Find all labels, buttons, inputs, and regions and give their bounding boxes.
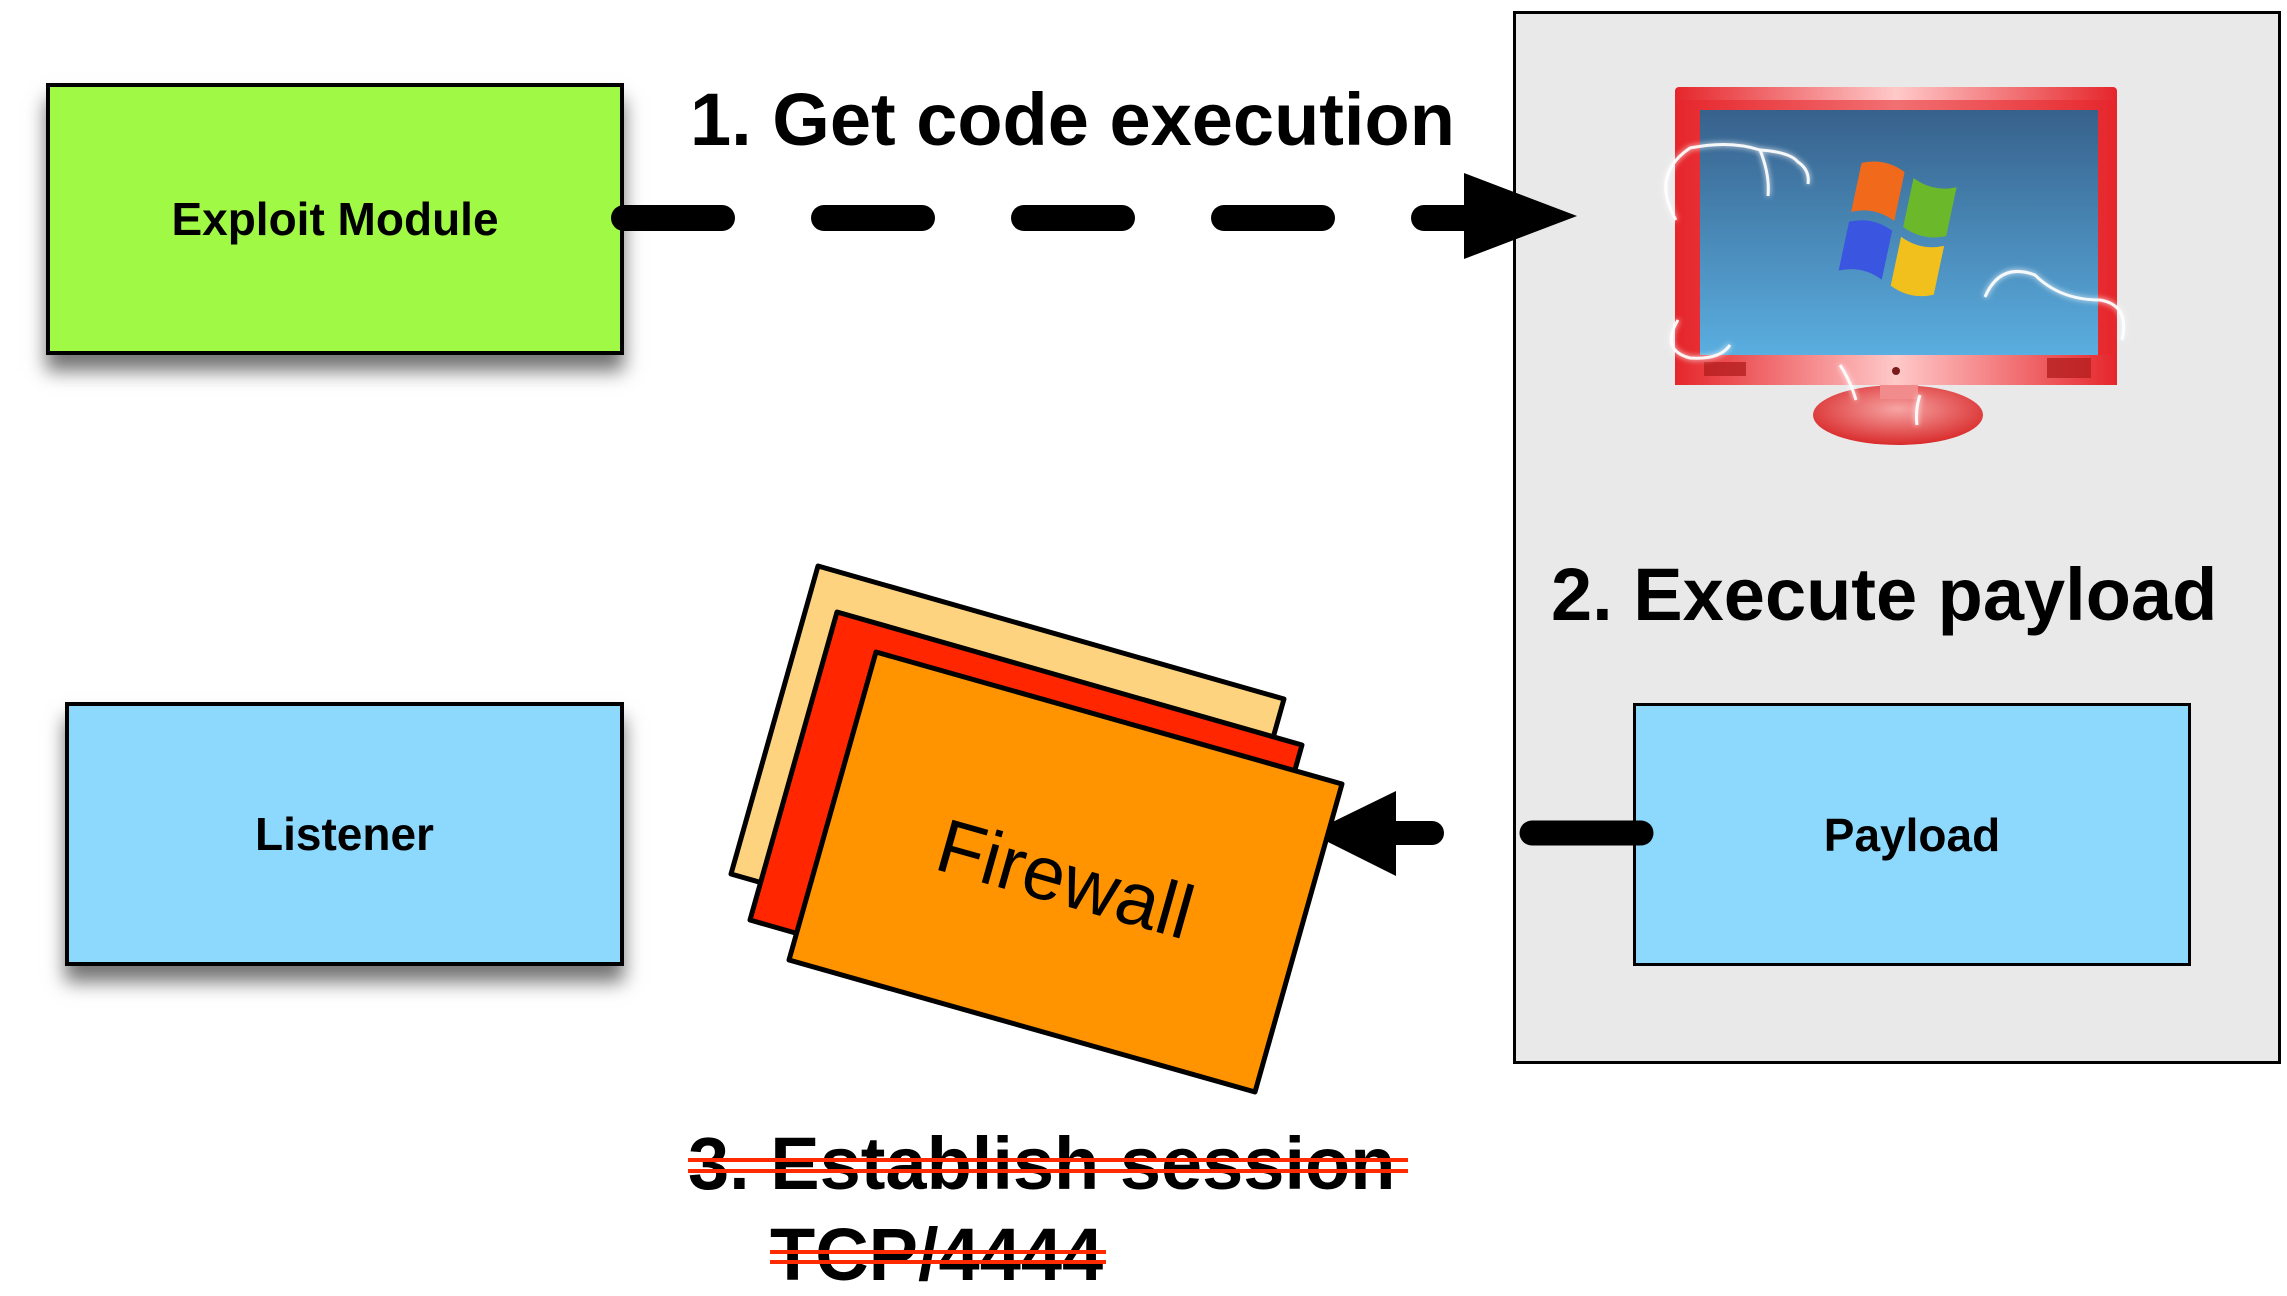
step-3-port-label: TCP/4444 bbox=[770, 1213, 1104, 1296]
exploit-module-label: Exploit Module bbox=[171, 193, 499, 245]
strike-line-port-top bbox=[770, 1250, 1106, 1254]
strike-line-step3-bottom bbox=[688, 1169, 1408, 1173]
listener-label: Listener bbox=[255, 808, 434, 860]
windows-monitor-icon bbox=[1664, 87, 2126, 445]
payload-box: Payload bbox=[1633, 703, 2191, 966]
payload-label: Payload bbox=[1823, 808, 2001, 861]
strike-line-step3-top bbox=[688, 1158, 1408, 1162]
strike-line-port-bottom bbox=[770, 1260, 1106, 1264]
listener-box: Listener bbox=[65, 702, 624, 966]
solid-arrow-step3 bbox=[1310, 791, 1654, 876]
dashed-arrow-step1 bbox=[611, 173, 1577, 259]
step-2-label: 2. Execute payload bbox=[1551, 553, 2218, 636]
exploit-module-box: Exploit Module bbox=[46, 83, 624, 355]
step-1-label: 1. Get code execution bbox=[690, 78, 1455, 161]
firewall-icon: Firewall bbox=[728, 563, 1345, 1095]
arrowhead-left-icon bbox=[1310, 791, 1396, 876]
arrowhead-right-icon bbox=[1464, 173, 1577, 259]
step-3-label: 3. Establish session bbox=[688, 1122, 1396, 1205]
firewall-layer-front bbox=[786, 649, 1345, 1095]
